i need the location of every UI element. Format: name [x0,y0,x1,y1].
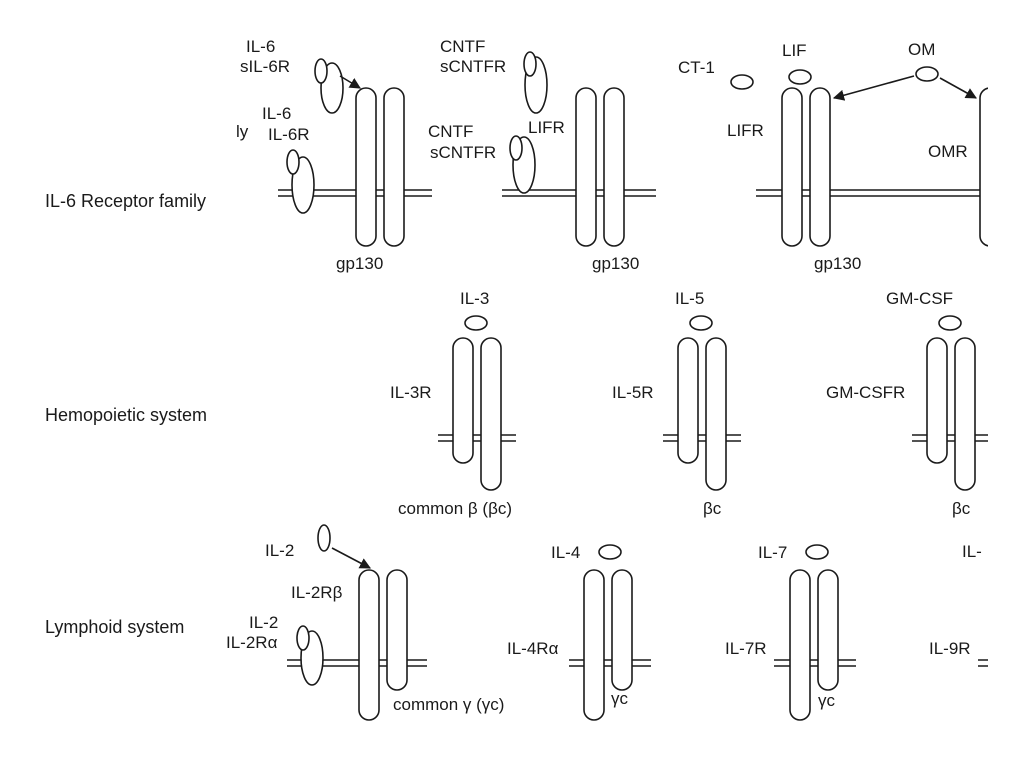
label-il6: IL-6 [262,104,291,123]
gp130-chain [603,87,625,247]
label-beta-c: βc [952,499,971,518]
binding-arrow [939,77,977,99]
gp130-chain [355,87,377,247]
label-gmcsf: GM-CSF [886,289,953,308]
il5-receptor-group: IL-5 IL-5R βc [612,289,741,518]
label-gp130: gp130 [592,254,639,273]
label-lifr: LIFR [528,118,565,137]
row-label-hemopoietic: Hemopoietic system [45,405,207,425]
label-scntfr-top: sCNTFR [440,57,506,76]
binding-arrow [832,75,915,101]
label-il4ra: IL-4Rα [507,639,559,658]
cntf-ligand-shape [523,51,537,77]
il3r-alpha-chain [452,337,474,464]
label-cntf: CNTF [428,122,473,141]
label-il4: IL-4 [551,543,580,562]
il7-receptor-group: IL-7 IL-7R γc [725,543,856,721]
il6-ligand-shape [286,149,300,175]
label-common-beta: common β (βc) [398,499,512,518]
label-om: OM [908,40,935,59]
common-beta-chain [480,337,502,491]
il5r-alpha-chain [677,337,699,464]
om-ligand-shape [915,66,939,82]
label-il3: IL-3 [460,289,489,308]
label-common-gamma: common γ (γc) [393,695,504,714]
gp130-chain [383,87,405,247]
beta-c-chain [705,337,727,491]
row-label-il6-family: IL-6 Receptor family [45,191,206,211]
label-gp130: gp130 [814,254,861,273]
ct1-ligand-shape [730,74,754,90]
gamma-c-chain [611,569,633,691]
lif-om-receptor-group: CT-1 LIF OM LIFR OMR gp130 [678,40,988,273]
gmcsf-ligand-shape [938,315,962,331]
il5-ligand-shape [689,315,713,331]
label-ct1: CT-1 [678,58,715,77]
label-il7r: IL-7R [725,639,767,658]
lif-ligand-shape [788,69,812,85]
label-il2ra: IL-2Rα [226,633,278,652]
il6-receptor-group: IL-6 sIL-6R IL-6 ly IL-6R gp130 [236,37,432,273]
il3-ligand-shape [464,315,488,331]
il2-ligand-shape [296,625,310,651]
label-il5: IL-5 [675,289,704,308]
il2r-beta-chain [358,569,380,721]
label-gamma-c: γc [611,689,629,708]
gmcsfr-alpha-chain [926,337,948,464]
label-il7: IL-7 [758,543,787,562]
label-gmcsfr: GM-CSFR [826,383,905,402]
lifr-chain [781,87,803,247]
label-il5r: IL-5R [612,383,654,402]
il3-receptor-group: IL-3 IL-3R common β (βc) [390,289,516,518]
label-il2: IL-2 [249,613,278,632]
cntf-receptor-group: CNTF sCNTFR LIFR CNTF sCNTFR gp130 [428,37,656,273]
label-il3r: IL-3R [390,383,432,402]
il7r-chain [789,569,811,721]
label-il9r: IL-9R [929,639,971,658]
binding-arrow [331,547,371,569]
il2-ligand-shape [317,524,331,552]
label-sil6r: sIL-6R [240,57,290,76]
label-il2-top: IL-2 [265,541,294,560]
gp130-chain [809,87,831,247]
label-il9-partial: IL- [962,542,982,561]
il4r-alpha-chain [583,569,605,721]
il4-ligand-shape [598,544,622,560]
label-scntfr: sCNTFR [430,143,496,162]
label-lif: LIF [782,41,807,60]
il9-receptor-group: IL- IL-9R [929,542,988,667]
label-lifr: LIFR [727,121,764,140]
label-omr: OMR [928,142,968,161]
common-gamma-chain [386,569,408,691]
omr-chain [979,87,988,247]
row-label-lymphoid: Lymphoid system [45,617,184,637]
label-cntf-top: CNTF [440,37,485,56]
label-ly: ly [236,122,249,141]
label-il6-top: IL-6 [246,37,275,56]
label-il2rb: IL-2Rβ [291,583,343,602]
label-il6r: IL-6R [268,125,310,144]
label-gamma-c: γc [818,691,836,710]
binding-arrow [339,75,361,89]
gmcsf-receptor-group: GM-CSF GM-CSFR βc [826,289,988,518]
il2-receptor-group: IL-2 IL-2Rβ IL-2 IL-2Rα common γ (γc) [226,524,504,721]
label-beta-c: βc [703,499,722,518]
lifr-chain [575,87,597,247]
il6-ligand-shape [314,58,328,84]
il4-receptor-group: IL-4 IL-4Rα γc [507,543,651,721]
cntf-ligand-shape [509,135,523,161]
gamma-c-chain [817,569,839,691]
il7-ligand-shape [805,544,829,560]
label-gp130: gp130 [336,254,383,273]
beta-c-chain [954,337,976,491]
